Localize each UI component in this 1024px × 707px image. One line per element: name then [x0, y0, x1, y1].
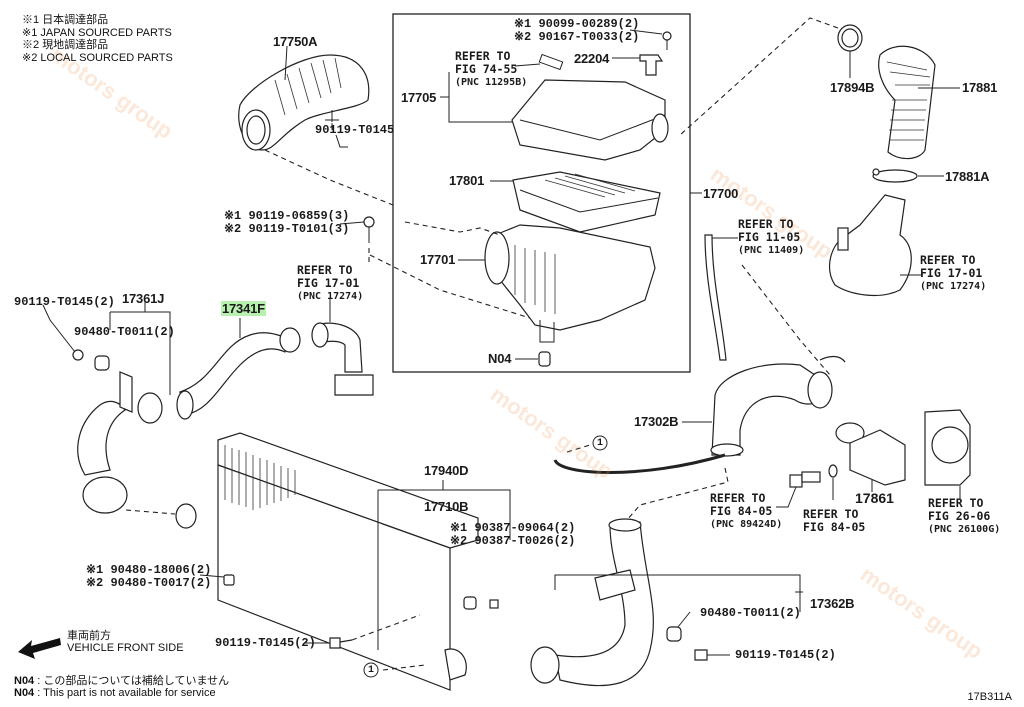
intercooler-pipe[interactable] — [311, 322, 374, 396]
callout-90119-T0145-bottom[interactable]: 90119-T0145(2) — [215, 636, 316, 650]
bushing-90387[interactable] — [463, 596, 477, 610]
intake-hose-17881[interactable] — [878, 45, 936, 160]
refer-fig-84-05-a[interactable]: REFER TO FIG 84-05 (PNC 89424D) — [710, 491, 783, 531]
clip-90480-18006[interactable] — [223, 574, 235, 586]
note-n04-jp: N04 : この部品については補給していません — [14, 675, 230, 687]
nut-90480-T0011-left[interactable] — [94, 355, 110, 371]
refer-fig-11-05[interactable]: REFER TO FIG 11-05 (PNC 11409) — [738, 217, 805, 257]
air-cleaner-cap-17705[interactable] — [511, 79, 669, 161]
bolt-90119-T0145-bottom[interactable] — [329, 637, 353, 649]
callout-17750A[interactable]: 17750A — [273, 34, 318, 49]
circle-1-label-right: 1 — [597, 438, 604, 449]
refer-fig-84-05-b[interactable]: REFER TO FIG 84-05 — [803, 507, 866, 534]
throttle-body[interactable] — [924, 409, 971, 486]
callout-17940D[interactable]: 17940D — [424, 463, 469, 478]
callout-90119-T0145-left[interactable]: 90119-T0145(2) — [14, 295, 115, 309]
callout-17801[interactable]: 17801 — [449, 173, 485, 188]
callout-17881A[interactable]: 17881A — [945, 169, 990, 184]
callout-17341F[interactable]: 17341F — [221, 301, 266, 316]
legend-item: ※1 JAPAN SOURCED PARTS — [22, 26, 172, 39]
callout-N04[interactable]: N04 — [488, 351, 512, 366]
bushing-90387-b[interactable] — [489, 599, 499, 609]
intercooler-outlet-pipe-17362B[interactable] — [530, 518, 654, 687]
refer-fig-17-01-right[interactable]: REFER TO FIG 17-01 (PNC 17274) — [920, 253, 987, 293]
air-hose-17341F[interactable] — [176, 327, 301, 420]
refer-fig-74-55[interactable]: REFER TO FIG 74-55 (PNC 11295B) — [455, 49, 528, 89]
refer-fig-26-06[interactable]: REFER TO FIG 26-06 (PNC 26100G) — [928, 496, 1001, 536]
diagram-code: 17B311A — [967, 691, 1012, 703]
legend-item: ※2 LOCAL SOURCED PARTS — [22, 51, 173, 64]
legend-item: ※1 日本調達部品 — [22, 14, 109, 26]
callout-90387-T0026[interactable]: ※2 90387-T0026(2) — [450, 534, 576, 548]
callout-17894B[interactable]: 17894B — [830, 80, 875, 95]
note-n04-en: N04 : This part is not available for ser… — [14, 687, 216, 699]
callout-17302B[interactable]: 17302B — [634, 414, 679, 429]
callout-90119-T0101[interactable]: ※2 90119-T0101(3) — [224, 222, 350, 236]
callout-90167-T0033[interactable]: ※2 90167-T0033(2) — [514, 30, 640, 44]
bolt-90119-T0145-right[interactable] — [694, 649, 708, 661]
callout-17701[interactable]: 17701 — [420, 252, 456, 267]
callout-90480-T0011-right[interactable]: 90480-T0011(2) — [700, 606, 801, 620]
callout-17700[interactable]: 17700 — [703, 186, 739, 201]
air-cleaner-case-17701[interactable] — [484, 224, 656, 343]
pcv-hose[interactable] — [704, 234, 727, 361]
refer-fig-17-01-mid[interactable]: REFER TO FIG 17-01 (PNC 17274) — [297, 263, 364, 303]
reference-circle-1-left — [363, 662, 379, 678]
intercooler-17940D[interactable] — [175, 432, 479, 691]
throttle-adapter[interactable] — [828, 194, 912, 296]
air-filter-17801[interactable] — [512, 171, 661, 233]
callout-17361J[interactable]: 17361J — [122, 291, 165, 306]
callout-90119-T0145-top[interactable]: 90119-T0145 — [315, 123, 395, 137]
callout-90387-09064[interactable]: ※1 90387-09064(2) — [450, 521, 576, 535]
callout-90119-T0145-right[interactable]: 90119-T0145(2) — [735, 648, 836, 662]
plug-N04[interactable] — [538, 351, 551, 367]
callout-90480-18006[interactable]: ※1 90480-18006(2) — [86, 563, 212, 577]
hose-clamp-17881A[interactable] — [872, 168, 918, 183]
label-plate — [538, 53, 564, 71]
mass-air-flow-sensor-22204[interactable] — [639, 54, 664, 76]
callout-22204[interactable]: 22204 — [574, 51, 610, 66]
callout-17881[interactable]: 17881 — [962, 80, 998, 95]
sourcing-legend: ※1 日本調達部品 ※1 JAPAN SOURCED PARTS ※2 現地調達… — [22, 14, 173, 64]
callout-90480-T0011-left[interactable]: 90480-T0011(2) — [74, 325, 175, 339]
callout-90480-T0017[interactable]: ※2 90480-T0017(2) — [86, 576, 212, 590]
air-outlet-17861[interactable] — [835, 422, 906, 486]
callout-17861[interactable]: 17861 — [855, 490, 894, 506]
vehicle-front-arrow — [18, 638, 61, 659]
nut-90480-T0011-right[interactable] — [666, 626, 682, 642]
bolt-90119-06859[interactable] — [363, 216, 375, 243]
bolt-90119-T0145-left[interactable] — [72, 349, 84, 361]
intercooler-inlet-hose-17361J[interactable] — [77, 371, 163, 514]
callout-17705[interactable]: 17705 — [401, 90, 437, 105]
circle-1-label-left: 1 — [368, 665, 375, 676]
screw-90099[interactable] — [662, 31, 672, 50]
callout-90119-06859[interactable]: ※1 90119-06859(3) — [224, 209, 350, 223]
air-hose-17302B[interactable] — [710, 355, 846, 457]
gasket[interactable] — [828, 464, 838, 478]
intake-duct-17750A[interactable] — [238, 54, 370, 151]
temperature-sensor[interactable] — [789, 471, 821, 488]
callout-17362B[interactable]: 17362B — [810, 596, 855, 611]
legend-item: ※2 現地調達部品 — [22, 39, 109, 51]
hose-clamp-17894B[interactable] — [837, 24, 863, 52]
vehicle-front-side-label: 車両前方 VEHICLE FRONT SIDE — [67, 630, 184, 654]
callout-17710B[interactable]: 17710B — [424, 499, 469, 514]
reference-circle-1-right — [592, 435, 608, 451]
callout-90099-00289[interactable]: ※1 90099-00289(2) — [514, 17, 640, 31]
